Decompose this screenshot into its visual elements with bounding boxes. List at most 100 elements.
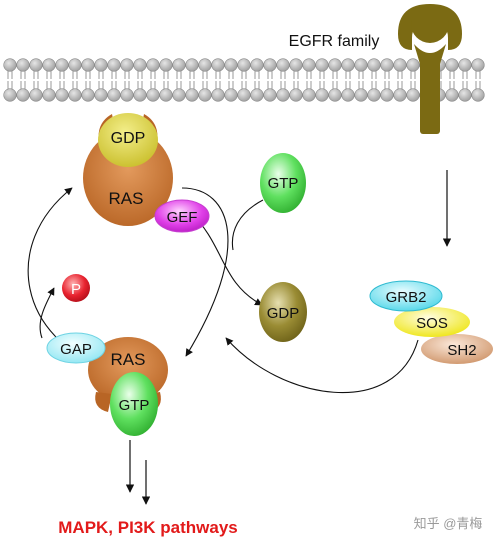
lipid-head [458, 88, 472, 102]
phosphate-circle [62, 274, 90, 302]
receptor-label: EGFR family [289, 33, 380, 50]
lipid-head [276, 88, 290, 102]
gef-label: GEF [167, 209, 198, 226]
lipid-head [289, 58, 303, 72]
lipid-head [315, 88, 329, 102]
lipid-head [445, 88, 459, 102]
lipid-head [198, 88, 212, 102]
lipid-head [159, 58, 173, 72]
lipid-head [159, 88, 173, 102]
lipid-head [224, 58, 238, 72]
lipid-head [471, 58, 485, 72]
lipid-head [211, 88, 225, 102]
released-gdp-label: GDP [267, 305, 300, 322]
lipid-head [367, 58, 381, 72]
phosphate-label: P [71, 281, 81, 298]
active-ras-complex: RAS GTP GAP [46, 332, 168, 436]
lipid-head [107, 58, 121, 72]
lipid-head [120, 88, 134, 102]
gap-protein [46, 332, 106, 364]
lipid-head [250, 58, 264, 72]
lipid-head [16, 88, 30, 102]
lipid-head [406, 58, 420, 72]
lipid-head [328, 88, 342, 102]
lipid-head [289, 88, 303, 102]
sh2-label: SH2 [447, 342, 476, 359]
lipid-head [302, 58, 316, 72]
lipid-head [354, 58, 368, 72]
lipid-head [393, 88, 407, 102]
lipid-head [16, 58, 30, 72]
lipid-head [55, 58, 69, 72]
lipid-head [250, 88, 264, 102]
lipid-head [458, 58, 472, 72]
released-gdp-circle [259, 282, 307, 342]
grb2-protein [369, 280, 443, 312]
y-shaped-receptor-icon [398, 4, 462, 134]
lipid-head [380, 88, 394, 102]
lipid-head [354, 88, 368, 102]
watermark: 知乎 @青梅 [414, 516, 483, 531]
lipid-head [263, 88, 277, 102]
lipid-head [237, 88, 251, 102]
lipid-head [107, 88, 121, 102]
lipid-head [3, 88, 17, 102]
sh2-domain [421, 334, 493, 364]
lipid-head [224, 88, 238, 102]
gtp-entry-arrow [231, 199, 264, 251]
cell-membrane [3, 58, 485, 102]
lipid-head [94, 88, 108, 102]
inactive-ras-complex: GDP RAS GEF [83, 113, 210, 233]
lipid-head [367, 88, 381, 102]
phosphate: P [62, 274, 90, 302]
lipid-head [185, 88, 199, 102]
lipid-head [237, 58, 251, 72]
lipid-head [380, 58, 394, 72]
lipid-head [133, 88, 147, 102]
free-gtp: GTP [260, 153, 306, 213]
lipid-head [81, 88, 95, 102]
gap-label: GAP [60, 341, 92, 358]
lipid-head [315, 58, 329, 72]
lipid-head [172, 88, 186, 102]
lipid-head [263, 58, 277, 72]
lipid-head [146, 88, 160, 102]
lipid-head [120, 58, 134, 72]
lipid-head [198, 58, 212, 72]
free-gtp-label: GTP [268, 175, 299, 192]
free-gtp-circle [260, 153, 306, 213]
lipid-head [133, 58, 147, 72]
lipid-head [68, 88, 82, 102]
bound-gdp-label: GDP [111, 130, 146, 147]
lipid-head [302, 88, 316, 102]
lipid-head [276, 58, 290, 72]
lipid-head [3, 58, 17, 72]
lipid-head [393, 58, 407, 72]
sos-protein [394, 307, 470, 337]
lipid-head [341, 88, 355, 102]
gef-to-active-arrow [181, 187, 229, 357]
lipid-head [211, 58, 225, 72]
lipid-head [42, 88, 56, 102]
lipid-head [29, 58, 43, 72]
inactive-ras-label: RAS [109, 189, 144, 208]
lipid-head [172, 58, 186, 72]
phosphate-release-arrow [39, 287, 55, 339]
sos-label: SOS [416, 315, 448, 332]
output-pathways-label: MAPK, PI3K pathways [58, 518, 238, 537]
lipid-head [29, 88, 43, 102]
lipid-head [68, 58, 82, 72]
lipid-head [42, 58, 56, 72]
active-ras-left-lobe [95, 392, 112, 412]
lipid-head [55, 88, 69, 102]
adaptor-complex: SH2 SOS GRB2 [369, 280, 493, 364]
released-gdp: GDP [259, 282, 307, 342]
lipid-head [341, 58, 355, 72]
lipid-heads [3, 58, 485, 102]
lipid-head [445, 58, 459, 72]
lipid-head [81, 58, 95, 72]
lipid-head [185, 58, 199, 72]
lipid-head [328, 58, 342, 72]
lipid-head [406, 88, 420, 102]
